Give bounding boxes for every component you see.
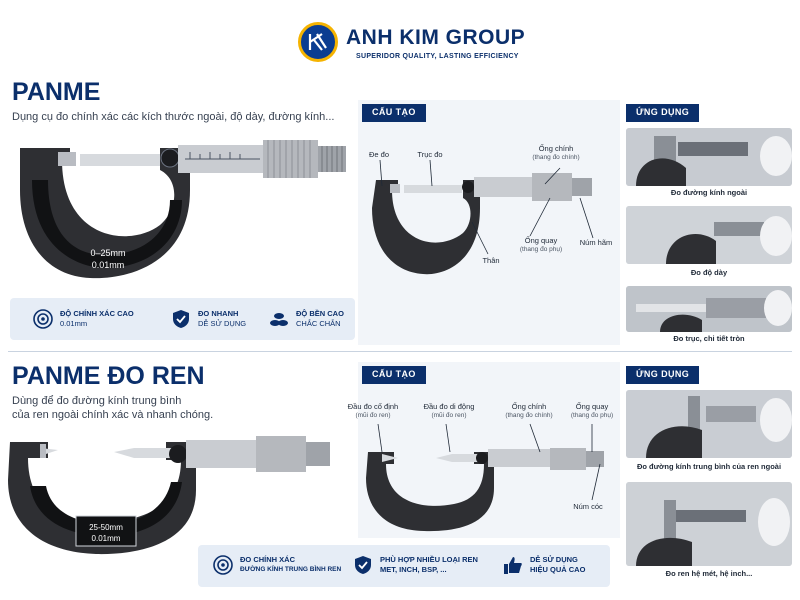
label-sleeve-title: Ống chính (538, 144, 574, 153)
label-thread-thimble-sub: (thang đo phụ) (570, 412, 614, 419)
feature-line1: ĐO NHANH (198, 309, 239, 318)
feature-line1: ĐỘ BỀN CAO (296, 309, 344, 318)
label-spindle: Trục đo (417, 150, 443, 159)
label-thread-thimble: Ống quay (thang đo phụ) (562, 402, 622, 420)
thread-range-label: 25-50mm (89, 523, 123, 532)
feature-line2: ĐƯỜNG KÍNH TRUNG BÌNH REN (240, 566, 342, 573)
application-photo-outer-diameter (626, 128, 792, 186)
tab-application-2: ỨNG DỤNG (626, 366, 700, 384)
structure-micrometer-image (372, 173, 592, 275)
tab-structure-2: CẤU TẠO (362, 366, 426, 384)
section2-title: PANME ĐO REN (12, 362, 205, 390)
label-thread-sleeve: Ống chính (thang đo chính) (494, 402, 564, 420)
feature-line2: DỄ SỬ DỤNG (198, 319, 247, 328)
section1-title: PANME (12, 78, 101, 106)
feature-line1: PHÙ HỢP NHIỀU LOẠI REN (380, 555, 478, 564)
thread-resolution-label: 0.01mm (92, 534, 121, 543)
application-caption: Đo độ dày (690, 268, 728, 277)
application-caption: Đo đường kính ngoài (670, 188, 748, 197)
label-thread-thimble-title: Ống quay (575, 402, 609, 411)
shield-check-icon (173, 310, 189, 328)
resolution-label: 0.01mm (92, 260, 125, 270)
label-fixed-tip-sub: (mũi đo ren) (355, 412, 391, 419)
tab-application-1: ỨNG DỤNG (626, 104, 700, 122)
label-frame: Thân (482, 256, 500, 265)
application-photo-pitch-diameter (626, 390, 792, 458)
section-divider (8, 351, 792, 352)
section2-description: Dùng để đo đường kính trung bình của ren… (12, 394, 252, 422)
application-caption: Đo trục, chi tiết tròn (673, 334, 745, 343)
label-thread-sleeve-sub: (thang đo chính) (505, 412, 553, 419)
structure-leader-lines (379, 159, 594, 255)
feature-line1: DỄ SỬ DỤNG (530, 555, 578, 564)
application-photo-metric-inch (626, 482, 792, 566)
section1-structure-panel (358, 100, 620, 345)
feature-line1: ĐỘ CHÍNH XÁC CAO (60, 309, 134, 318)
micrometer-image: 0–25mm 0.01mm (20, 140, 346, 279)
anh-kim-logo-icon (298, 22, 338, 62)
section2-feature-bar: ĐO CHÍNH XÁC ĐƯỜNG KÍNH TRUNG BÌNH REN PH… (198, 545, 610, 587)
label-fixed-tip-title: Đầu đo cố định (347, 402, 399, 411)
label-moving-tip-title: Đầu đo di động (423, 402, 475, 411)
stacked-coins-icon (270, 313, 288, 326)
section2-description-line1: Dùng để đo đường kính trung bình (12, 395, 182, 407)
label-moving-tip: Đầu đo di động (mũi đo ren) (414, 402, 484, 420)
brand-name: ANH KIM GROUP (346, 26, 526, 49)
section1-description: Dụng cụ đo chính xác các kích thước ngoà… (12, 111, 335, 123)
brand-tagline: SUPERIDOR QUALITY, LASTING EFFICIENCY (356, 53, 519, 60)
label-thimble-sub: (thang đo phụ) (519, 246, 563, 253)
label-ratchet: Núm cóc (573, 502, 603, 511)
feature-line2: HIỆU QUẢ CAO (530, 565, 586, 574)
label-thimble: Ống quay (thang đo phụ) (506, 236, 576, 254)
application-caption: Đo ren hệ mét, hệ inch... (665, 569, 753, 578)
label-anvil: Đe đo (368, 150, 389, 159)
target-icon (33, 309, 53, 329)
feature-thread-accuracy: ĐO CHÍNH XÁC ĐƯỜNG KÍNH TRUNG BÌNH REN (212, 554, 341, 576)
label-sleeve-sub: (thang đo chính) (532, 154, 580, 161)
application-photo-shaft (626, 286, 792, 332)
label-thimble-title: Ống quay (524, 236, 558, 245)
section2-description-line2: của ren ngoài chính xác và nhanh chóng. (12, 409, 214, 421)
tab-structure-1: CẤU TẠO (362, 104, 426, 122)
feature-line2: CHẮC CHẮN (296, 319, 341, 328)
feature-line2: 0.01mm (60, 319, 88, 328)
feature-line1: ĐO CHÍNH XÁC (240, 555, 296, 564)
target-icon (213, 555, 233, 575)
label-sleeve: Ống chính (thang đo chính) (516, 144, 596, 162)
application-photo-thickness (626, 206, 792, 264)
thumbs-up-icon (504, 557, 522, 574)
shield-check-icon (355, 556, 371, 574)
label-lock: Núm hãm (579, 238, 613, 247)
label-thread-sleeve-title: Ống chính (511, 402, 547, 411)
structure-thread-leader-lines (377, 423, 601, 501)
label-moving-tip-sub: (mũi đo ren) (431, 412, 467, 419)
label-fixed-tip: Đầu đo cố định (mũi đo ren) (336, 402, 410, 420)
feature-line2: MET, INCH, BSP, ... (380, 565, 447, 574)
application-caption: Đo đường kính trung bình của ren ngoài (636, 462, 782, 471)
range-label: 0–25mm (90, 248, 125, 258)
structure-thread-micrometer-image (366, 448, 604, 532)
thread-micrometer-image: 25-50mm 0.01mm (8, 436, 330, 555)
page-header: ANH KIM GROUP SUPERIDOR QUALITY, LASTING… (0, 0, 800, 70)
